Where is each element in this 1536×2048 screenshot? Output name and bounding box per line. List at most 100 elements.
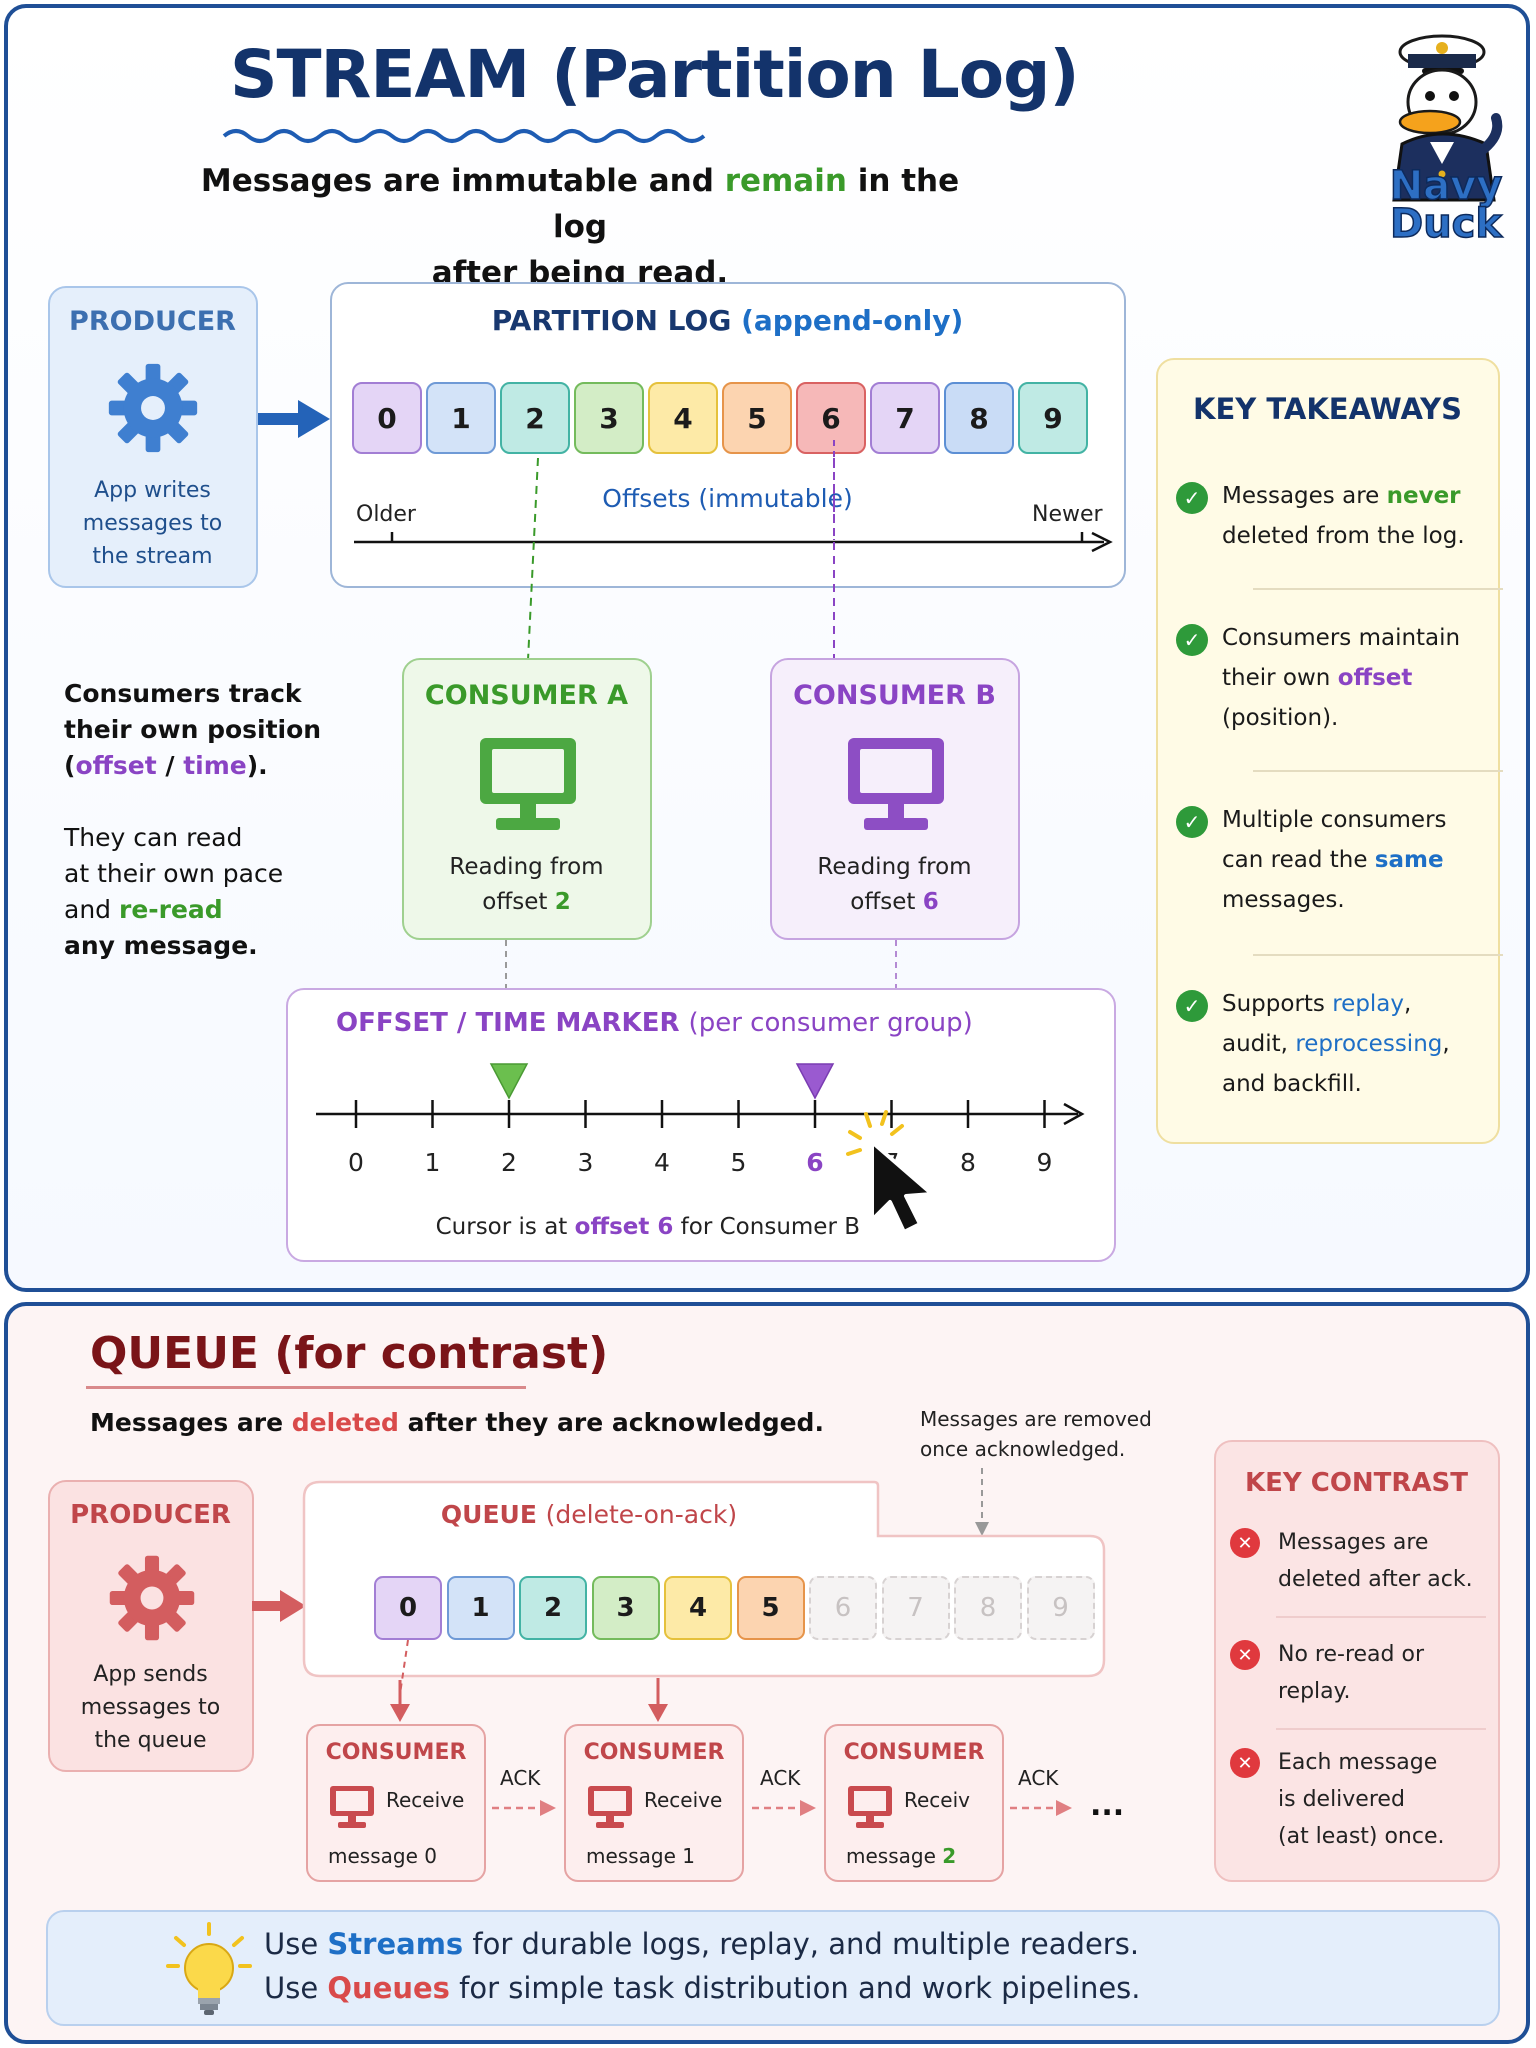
contrast-text: Each message	[1278, 1750, 1438, 1775]
side-note-part: /	[156, 751, 184, 780]
consumer-b-line: Reading from	[817, 854, 972, 880]
contrast-text: No re-read or	[1278, 1642, 1424, 1667]
x-icon: ✕	[1230, 1748, 1260, 1778]
queue-producer-card: PRODUCER App sends messages to the queue	[48, 1480, 254, 1772]
check-icon: ✓	[1176, 482, 1208, 514]
marker-tick-label: 1	[424, 1148, 441, 1177]
producer-desc-line: the stream	[92, 544, 213, 569]
contrast-text: deleted after ack.	[1278, 1567, 1473, 1592]
footer-part: for durable logs, replay, and multiple r…	[463, 1927, 1140, 1961]
log-cell: 8	[944, 382, 1014, 454]
marker-tick-label: 9	[1036, 1148, 1053, 1177]
marker-tick-label: 4	[654, 1148, 670, 1177]
offsets-label: Offsets (immutable)	[602, 484, 853, 513]
queue-consumer-message: message 0	[328, 1844, 437, 1868]
queue-consumer-receive: Receiv	[904, 1788, 970, 1812]
consumer-b-card: CONSUMER B Reading from offset 6	[770, 658, 1020, 940]
partition-log-title-main: PARTITION LOG	[491, 304, 742, 337]
takeaway-divider	[1253, 588, 1503, 590]
duck-mascot-icon	[1392, 34, 1503, 202]
key-takeaways-title: KEY TAKEAWAYS	[1192, 392, 1462, 426]
queue-title: QUEUE (for contrast)	[90, 1328, 609, 1379]
stream-title: STREAM (Partition Log)	[230, 36, 1080, 113]
queue-cell: 0	[374, 1576, 442, 1640]
lightbulb-icon	[166, 1922, 252, 2015]
side-note-reread: re-read	[118, 895, 223, 924]
monitor-icon	[480, 738, 576, 830]
key-takeaways-card: KEY TAKEAWAYS ✓ Messages are never delet…	[1156, 358, 1503, 1144]
consumer-a-title: CONSUMER A	[424, 680, 629, 711]
removed-note-arrow	[975, 1468, 989, 1536]
takeaway-text: Supports	[1222, 991, 1333, 1017]
takeaway-highlight: replay	[1332, 991, 1405, 1017]
takeaway-text: and backfill.	[1222, 1071, 1362, 1097]
ack-label: ACK	[1018, 1766, 1059, 1790]
queue-consumer-receive: Receive	[644, 1788, 723, 1812]
consumer-a-card: CONSUMER A Reading from offset 2	[402, 658, 652, 940]
offset-marker-card: OFFSET / TIME MARKER (per consumer group…	[286, 988, 1116, 1262]
contrast-text: replay.	[1278, 1679, 1351, 1704]
takeaway-text: ,	[1404, 991, 1412, 1017]
footer-queues: Queues	[327, 1971, 450, 2005]
takeaway-text: can read the	[1222, 847, 1375, 873]
partition-log-title-note: (append-only)	[741, 304, 964, 337]
takeaway-text: Consumers maintain	[1222, 625, 1461, 651]
takeaway-divider	[1253, 770, 1503, 772]
queue-producer-line: App sends	[93, 1662, 208, 1687]
contrast-divider	[1276, 1616, 1486, 1618]
takeaway-text: Messages are	[1222, 483, 1387, 509]
navy-duck-logo: Navy Duck	[1370, 24, 1510, 254]
contrast-divider	[1276, 1728, 1486, 1730]
monitor-icon	[330, 1786, 374, 1828]
takeaway-text: ,	[1442, 1031, 1450, 1057]
queue-consumer-card: CONSUMER Receive message 0	[306, 1724, 486, 1882]
consumers-side-note: Consumers track their own position (offs…	[64, 676, 324, 964]
side-note-part: ).	[246, 751, 268, 780]
ack-label: ACK	[760, 1766, 801, 1790]
queue-subtitle: Messages are deleted after they are ackn…	[90, 1408, 824, 1437]
contrast-text: Messages are	[1278, 1530, 1429, 1555]
monitor-icon	[848, 1786, 892, 1828]
consumer-b-desc: Reading from offset 6	[772, 850, 1017, 920]
x-icon: ✕	[1230, 1528, 1260, 1558]
logo-text-duck: Duck	[1389, 201, 1503, 247]
takeaway-text: audit,	[1222, 1031, 1296, 1057]
stream-subtitle: Messages are immutable and remain in the…	[180, 158, 980, 296]
queue-producer-arrow	[252, 1590, 306, 1622]
title-underline	[222, 129, 706, 143]
consumer-a-offset-value: 2	[554, 889, 571, 915]
newer-label: Newer	[1032, 502, 1103, 527]
side-note-part: and	[64, 895, 119, 924]
contrast-3: Each message is delivered (at least) onc…	[1278, 1744, 1445, 1855]
queue-cell: 1	[446, 1576, 515, 1640]
log-cell: 2	[500, 382, 570, 454]
side-note-part: (	[64, 751, 76, 780]
consumer-b-offset-value: 6	[922, 889, 939, 915]
timeline-arrow	[354, 531, 1113, 553]
consumer-a-offset-label: offset	[482, 889, 555, 915]
takeaway-highlight: same	[1374, 847, 1444, 873]
queue-producer-line: the queue	[94, 1728, 207, 1753]
log-cell: 7	[870, 382, 940, 454]
x-icon: ✕	[1230, 1640, 1260, 1670]
stream-subtitle-part: in the log	[552, 163, 960, 245]
queue-box-title-note: (delete-on-ack)	[545, 1500, 738, 1529]
queue-consumer-title: CONSUMER	[583, 1740, 725, 1765]
queue-cell-removed: 7	[881, 1576, 950, 1640]
side-note-line: their own position	[64, 715, 322, 744]
cursor-caption-part: Cursor is at	[435, 1214, 575, 1240]
queue-consumer-message: message 2	[846, 1844, 956, 1868]
log-cell: 5	[722, 382, 792, 454]
consumer-b-title: CONSUMER B	[793, 680, 996, 711]
check-icon: ✓	[1176, 624, 1208, 656]
footer-banner: Use Streams for durable logs, replay, an…	[46, 1910, 1500, 2026]
takeaway-text: Multiple consumers	[1222, 807, 1447, 833]
consumer-b-offset-label: offset	[850, 889, 923, 915]
gear-icon	[109, 1555, 195, 1641]
queue-cell-removed: 6	[809, 1576, 877, 1640]
queue-consumer-title: CONSUMER	[843, 1740, 985, 1765]
key-contrast-title: KEY CONTRAST	[1244, 1468, 1469, 1498]
consumer-a-marker	[489, 1063, 529, 1100]
takeaway-1: Messages are never deleted from the log.	[1222, 476, 1536, 556]
